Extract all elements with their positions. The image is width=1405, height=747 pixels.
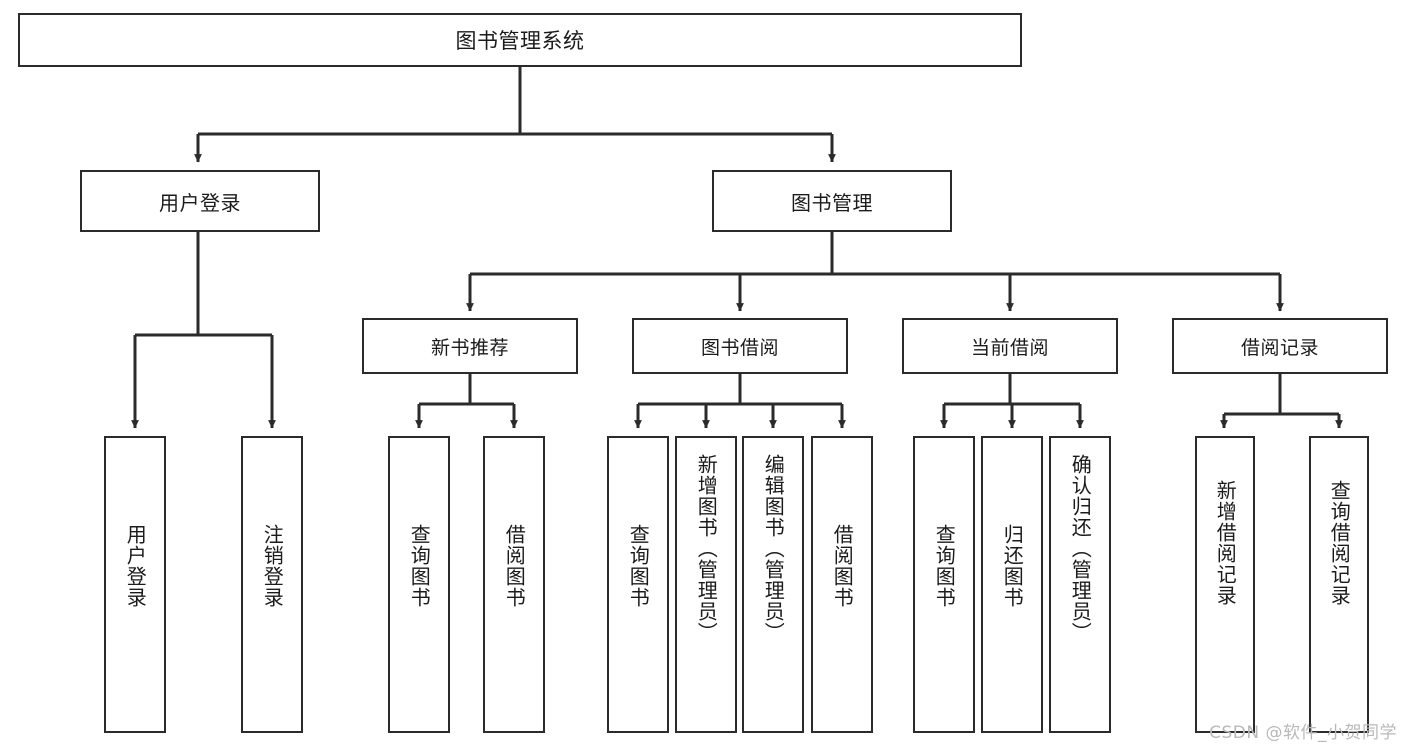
leaf-recommend-borrow-book[interactable]: 借阅图书	[483, 436, 545, 733]
leaf-label: 编辑图书（管理员）	[761, 454, 786, 643]
leaf-user-login-logout[interactable]: 注销登录	[241, 436, 303, 733]
leaf-label: 新增图书（管理员）	[694, 454, 719, 643]
leaf-record-add-record[interactable]: 新增借阅记录	[1195, 436, 1255, 733]
leaf-borrow-borrow-book[interactable]: 借阅图书	[811, 436, 873, 733]
leaf-borrow-add-book-admin[interactable]: 新增图书（管理员）	[675, 436, 737, 733]
node-label: 新书推荐	[430, 336, 509, 359]
node-label: 用户登录	[159, 190, 241, 215]
leaf-label: 查询图书	[407, 524, 432, 608]
node-root-system[interactable]: 图书管理系统	[18, 13, 1022, 67]
leaf-label: 新增借阅记录	[1213, 480, 1238, 606]
node-book-management[interactable]: 图书管理	[712, 170, 952, 232]
node-label: 借阅记录	[1240, 336, 1319, 359]
node-borrow-record[interactable]: 借阅记录	[1172, 318, 1388, 374]
leaf-label: 查询借阅记录	[1327, 480, 1352, 606]
leaf-borrow-edit-book-admin[interactable]: 编辑图书（管理员）	[742, 436, 804, 733]
node-new-book-recommend[interactable]: 新书推荐	[362, 318, 578, 374]
leaf-recommend-query-book[interactable]: 查询图书	[388, 436, 450, 733]
leaf-label: 借阅图书	[830, 524, 855, 608]
leaf-current-query-book[interactable]: 查询图书	[913, 436, 975, 733]
watermark-text: CSDN @软件_小贺同学	[1209, 723, 1397, 743]
node-current-borrow[interactable]: 当前借阅	[902, 318, 1118, 374]
leaf-record-query-record[interactable]: 查询借阅记录	[1309, 436, 1369, 733]
leaf-current-return-book[interactable]: 归还图书	[981, 436, 1043, 733]
node-label: 图书管理系统	[455, 29, 585, 53]
node-user-login[interactable]: 用户登录	[80, 170, 320, 232]
node-label: 图书借阅	[700, 336, 779, 359]
leaf-label: 查询图书	[932, 524, 957, 608]
leaf-label: 注销登录	[260, 524, 285, 608]
node-label: 当前借阅	[970, 336, 1049, 359]
leaf-label: 借阅图书	[502, 524, 527, 608]
leaf-user-login-login[interactable]: 用户登录	[104, 436, 166, 733]
leaf-label: 查询图书	[626, 524, 651, 608]
node-label: 图书管理	[791, 190, 873, 215]
leaf-borrow-query-book[interactable]: 查询图书	[607, 436, 669, 733]
leaf-label: 确认归还（管理员）	[1068, 454, 1093, 643]
leaf-current-confirm-return-admin[interactable]: 确认归还（管理员）	[1049, 436, 1111, 733]
node-book-borrow[interactable]: 图书借阅	[632, 318, 848, 374]
leaf-label: 用户登录	[123, 524, 148, 608]
leaf-label: 归还图书	[1000, 524, 1025, 608]
